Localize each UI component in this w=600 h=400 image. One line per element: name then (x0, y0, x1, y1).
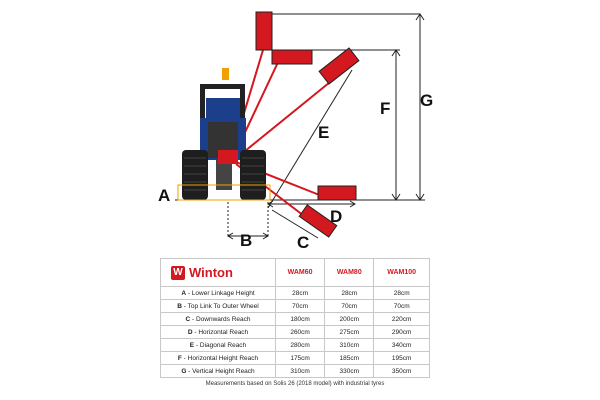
value-cell: 28cm (373, 286, 430, 300)
model-header-wam100: WAM100 (373, 258, 430, 287)
value-cell: 200cm (324, 312, 375, 326)
brand-logo-block: W Winton (163, 265, 273, 280)
value-cell: 185cm (324, 351, 375, 365)
dimension-separator: - (181, 302, 188, 310)
dimension-name: Lower Linkage Height (191, 289, 255, 297)
value-cell: 330cm (324, 364, 375, 378)
value-cell: 275cm (324, 325, 375, 339)
dimension-separator: - (181, 354, 188, 362)
brand-cell: W Winton (160, 258, 276, 287)
value-cell: 28cm (274, 286, 326, 300)
footnote: Measurements based on Solis 26 (2018 mod… (205, 381, 385, 387)
value-cell: 310cm (274, 364, 326, 378)
value-cell: 290cm (373, 325, 430, 339)
dimension-separator: - (186, 289, 192, 297)
value-cell: 175cm (274, 351, 326, 365)
value-cell: 28cm (324, 286, 375, 300)
dimension-separator: - (190, 315, 196, 323)
value-cell: 220cm (373, 312, 430, 326)
dimension-name: Downwards Reach (195, 315, 251, 323)
dimension-name-cell: F - Horizontal Height Reach (160, 351, 276, 365)
value-cell: 340cm (373, 338, 430, 352)
linkage-zone (177, 184, 271, 201)
dimension-name: Horizontal Reach (198, 328, 249, 336)
dimension-name-cell: G - Vertical Height Reach (160, 364, 276, 378)
dimension-name-cell: C - Downwards Reach (160, 312, 276, 326)
specification-table: W Winton WAM60 WAM80 WAM100 A - Lower Li… (160, 258, 430, 378)
mower-head-diagonal (318, 47, 360, 85)
dimension-label-b: B (240, 231, 253, 250)
dimension-name: Top Link To Outer Wheel (187, 302, 259, 310)
dimension-code: C (185, 315, 191, 323)
dimension-label-e: E (318, 123, 330, 142)
dimension-name-cell: A - Lower Linkage Height (160, 286, 276, 300)
value-cell: 350cm (373, 364, 430, 378)
dimension-name-cell: B - Top Link To Outer Wheel (160, 299, 276, 313)
dimension-label-c: C (297, 233, 310, 252)
model-header-wam80: WAM80 (324, 258, 375, 287)
dimension-name: Vertical Height Reach (192, 367, 255, 375)
dimension-lines (175, 13, 425, 240)
dimension-label-f: F (380, 99, 391, 118)
dimension-name: Diagonal Reach (199, 341, 247, 349)
dimension-code: B (177, 302, 182, 310)
value-cell: 70cm (324, 299, 375, 313)
dimension-name-cell: E - Diagonal Reach (160, 338, 276, 352)
value-cell: 180cm (274, 312, 326, 326)
tractor (182, 68, 266, 200)
dimension-name: Horizontal Height Reach (187, 354, 259, 362)
mower-head-downward (298, 204, 338, 238)
dimension-separator: - (194, 341, 200, 349)
table-header-row: W Winton WAM60 WAM80 WAM100 (160, 258, 430, 287)
dimension-code: D (187, 328, 193, 336)
value-cell: 70cm (373, 299, 430, 313)
dimension-code: E (189, 341, 195, 349)
dimension-label-a: A (158, 186, 171, 205)
dimension-label-d: D (330, 207, 343, 226)
mower-heads (255, 11, 360, 238)
reach-diagram (175, 11, 425, 240)
value-cell: 195cm (373, 351, 430, 365)
value-cell: 310cm (324, 338, 375, 352)
dimension-separator: - (186, 367, 193, 375)
dimension-separator: - (192, 328, 199, 336)
dimension-code: F (177, 354, 182, 362)
dimension-label-g: G (420, 91, 434, 110)
dimension-code: G (181, 367, 187, 375)
mower-head-ground (317, 185, 357, 201)
mower-head-horizontal-high (271, 49, 313, 65)
value-cell: 70cm (274, 299, 326, 313)
dimension-name-cell: D - Horizontal Reach (160, 325, 276, 339)
mower-head-vertical (255, 11, 273, 51)
dimension-code: A (181, 289, 187, 297)
value-cell: 280cm (274, 338, 326, 352)
model-header-wam60: WAM60 (274, 258, 326, 287)
winton-logo-icon: W (171, 265, 185, 280)
value-cell: 260cm (274, 325, 326, 339)
brand-name: Winton (189, 265, 233, 280)
